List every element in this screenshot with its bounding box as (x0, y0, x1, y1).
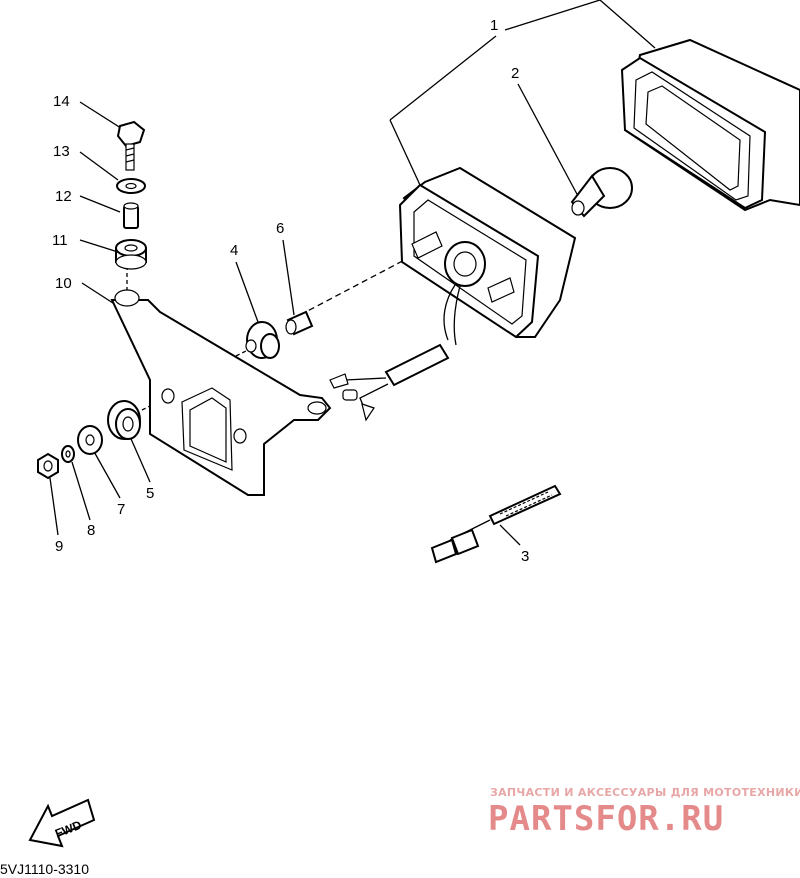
bolt-part-14 (116, 120, 146, 171)
callout-5: 5 (146, 485, 154, 502)
callout-4: 4 (230, 242, 238, 259)
tail-light-base-part-1 (329, 166, 577, 422)
tail-light-lens-part-1 (620, 38, 800, 212)
fwd-arrow-icon: FWD (28, 798, 96, 848)
band-clip-part-3 (430, 484, 562, 564)
collar-part-6 (285, 310, 314, 336)
diagram-code: 5VJ1110-3310 (0, 861, 89, 877)
callout-1: 1 (490, 17, 498, 34)
callout-labels: 1 2 3 4 5 6 7 8 9 10 11 12 13 14 (52, 17, 529, 565)
bracket-part-10 (110, 289, 332, 496)
washer-part-7 (77, 425, 103, 455)
watermark-tagline: ЗАПЧАСТИ И АКСЕССУАРЫ ДЛЯ МОТОТЕХНИКИ (490, 786, 800, 799)
watermark-brand: PARTSFOR.RU (488, 799, 724, 839)
damper-part-5 (107, 400, 141, 440)
callout-3: 3 (521, 548, 529, 565)
callout-11: 11 (52, 232, 68, 249)
collar-part-12 (123, 202, 139, 229)
bulb-part-2 (570, 167, 633, 218)
damper-part-11 (115, 239, 147, 270)
lock-washer-part-8 (61, 445, 75, 463)
nut-part-9 (37, 452, 59, 480)
washer-part-13 (116, 178, 146, 194)
callout-14: 14 (53, 93, 70, 110)
callout-6: 6 (276, 220, 284, 237)
watermark-logo: ЗАПЧАСТИ И АКСЕССУАРЫ ДЛЯ МОТОТЕХНИКИ PA… (488, 786, 800, 839)
callout-12: 12 (55, 188, 72, 205)
callout-8: 8 (87, 522, 95, 539)
callout-9: 9 (55, 538, 63, 555)
callout-13: 13 (53, 143, 70, 160)
callout-10: 10 (55, 275, 72, 292)
grommet-part-4 (245, 321, 280, 359)
callout-2: 2 (511, 65, 519, 82)
callout-7: 7 (117, 501, 125, 518)
